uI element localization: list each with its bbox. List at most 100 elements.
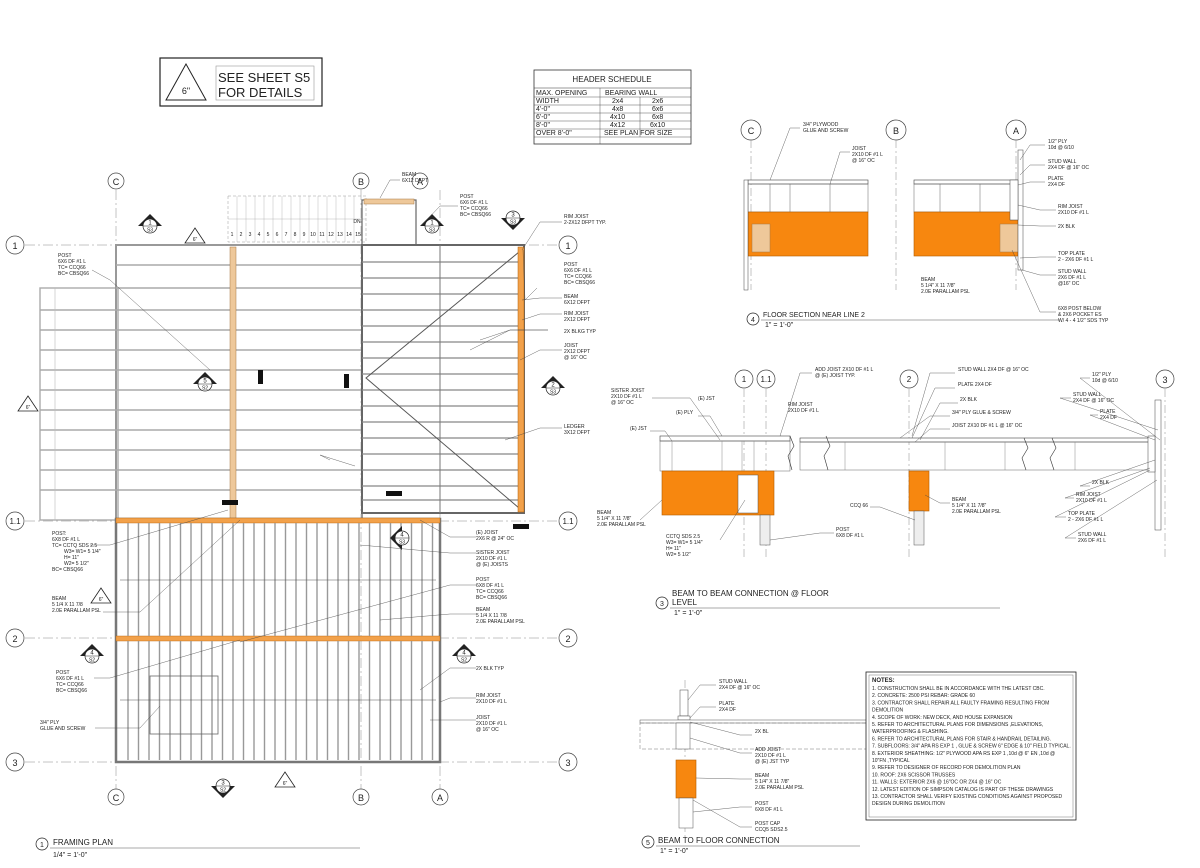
d3-label: STUD WALL 2X4 DF @ 16" OC xyxy=(958,367,1029,373)
section-sheet: S3 xyxy=(399,540,405,546)
label-post-cctq: W3= W1= 5 1/4" xyxy=(64,549,101,555)
d3-label: 5 1/4" X 11 7/8" xyxy=(597,516,632,522)
label-post-right: BC= CBSQ66 xyxy=(564,280,595,286)
plan-title-scale: 1/4" = 1'-0" xyxy=(53,852,88,859)
d4-label: @16" OC xyxy=(1058,281,1080,287)
d3-label: 2X10 DF #1 L xyxy=(611,394,642,400)
schedule-cell: OVER 8'-0" xyxy=(536,130,572,137)
schedule-cell: 6x10 xyxy=(650,122,665,129)
label-ledger: 3X12 DFPT xyxy=(564,430,590,436)
label-post-right: 6X6 DF #1 L xyxy=(564,268,592,274)
d3-label: CCQ 66 xyxy=(850,503,868,509)
section-marks: 1 S3 1 S3 3 S3 5 S2 xyxy=(17,210,565,798)
d4-label: 5 1/4" X 11 7/8" xyxy=(921,283,956,289)
d5-label: @ (E) JST TYP xyxy=(755,759,790,765)
deck-lower xyxy=(114,517,442,764)
d3-label: RIM JOIST xyxy=(1076,492,1101,498)
d3-label: STUD WALL xyxy=(1073,392,1102,398)
d4-scale: 1" = 1'-0" xyxy=(765,322,794,329)
label-rim-joist-br: RIM JOIST xyxy=(476,693,501,699)
d5-label: ADD JOIST xyxy=(755,747,781,753)
stair-num: 1 xyxy=(231,232,234,238)
plan-title-text: FRAMING PLAN xyxy=(53,838,113,847)
d4-label: BEAM xyxy=(921,277,935,283)
d3-label: BEAM xyxy=(952,497,966,503)
note-line: DEMOLITION xyxy=(872,708,904,714)
label-post-cctq: BC= CBSQ66 xyxy=(52,567,83,573)
grid-1-left: 1 xyxy=(12,241,17,251)
d3-title2: LEVEL xyxy=(672,598,697,607)
label-joist-br: @ 16" OC xyxy=(476,727,499,733)
d3-label: W2= 5 1/2" xyxy=(666,552,691,558)
stair-num: 6 xyxy=(276,232,279,238)
d3-label: 10d @ 6/10 xyxy=(1092,378,1118,384)
d4-label: JOIST xyxy=(852,146,866,152)
stair-num: 8 xyxy=(294,232,297,238)
d5-label: POST CAP xyxy=(755,821,781,827)
note-line: 10. ROOF: 2X6 SCISSOR TRUSSES xyxy=(872,772,956,778)
schedule-title: HEADER SCHEDULE xyxy=(572,75,651,84)
label-post-top: TC= CCQ66 xyxy=(460,206,488,212)
stair-num: 4 xyxy=(258,232,261,238)
d3-label: H= 11" xyxy=(666,546,681,552)
d3-label: 2 - 2X6 DF #1 L xyxy=(1068,517,1104,523)
d5-num: 5 xyxy=(646,840,650,847)
stair-num: 14 xyxy=(346,232,352,238)
stair-dn: DN xyxy=(353,219,361,225)
stair-num: 10 xyxy=(310,232,316,238)
section-sheet: S2 xyxy=(220,788,226,794)
plan-title: 1 FRAMING PLAN 1/4" = 1'-0" xyxy=(35,837,360,859)
d4-title: FLOOR SECTION NEAR LINE 2 xyxy=(763,312,865,319)
section-num: 4 xyxy=(90,651,94,657)
label-ply: 3/4" PLY xyxy=(40,720,60,726)
d3-label: 2X10 DF #1 L xyxy=(1076,498,1107,504)
label-post-left: BC= CBSQ66 xyxy=(58,271,89,277)
d4-label: W/ 4 - 4 1/2" SDS TYP xyxy=(1058,318,1109,324)
stair-num: 9 xyxy=(303,232,306,238)
grid-1-d3: 1 xyxy=(742,375,747,384)
d3-label: 2.0E PARALLAM PSL xyxy=(597,522,646,528)
grid-2-right: 2 xyxy=(565,634,570,644)
d3-label: (E) JST xyxy=(698,396,715,402)
header-schedule: HEADER SCHEDULE MAX. OPENING BEARING WAL… xyxy=(533,69,692,145)
label-beam-mid: 5 1/4 X 11 7/8 xyxy=(476,613,507,619)
label-post-bl: TC= CCQ66 xyxy=(56,682,84,688)
d4-label: 2X4 DF xyxy=(1048,182,1065,188)
label-post-cctq: POST: xyxy=(52,531,66,537)
d4-label: 1/2" PLY xyxy=(1048,139,1068,145)
detail-tag: 6" xyxy=(283,781,288,787)
d4-label: 2X4 DF @ 16" OC xyxy=(1048,165,1089,171)
d3-label: BEAM xyxy=(597,510,611,516)
label-post-right: POST xyxy=(564,262,578,268)
label-post-bl: BC= CBSQ66 xyxy=(56,688,87,694)
label-beam-right: 6X12 DFPT xyxy=(564,300,590,306)
label-post-cctq: H= 11" xyxy=(64,555,79,561)
stair-num: 2 xyxy=(240,232,243,238)
d4-label: 6X8 POST BELOW xyxy=(1058,306,1102,312)
d4-label: 2X6 DF #1 L xyxy=(1058,275,1086,281)
label-rim-joist: RIM JOIST xyxy=(564,214,589,220)
d3-label: RIM JOIST xyxy=(788,402,813,408)
note-line-2: FOR DETAILS xyxy=(218,85,303,100)
framing-plan: C B A 1 1 1.1 1.1 2 2 3 3 C B A xyxy=(5,172,606,859)
section-sheet: S3 xyxy=(550,390,556,396)
grid-a-bottom: A xyxy=(437,793,443,803)
label-joist-right: 2X12 DFPT xyxy=(564,349,590,355)
grid-c-top: C xyxy=(113,177,120,187)
d4-label: RIM JOIST xyxy=(1058,204,1083,210)
d3-label: @ (E) JOIST TYP. xyxy=(815,373,855,379)
d3-label: JOIST 2X10 DF #1 L @ 16" OC xyxy=(952,423,1023,429)
section-sheet: S3 xyxy=(429,228,435,234)
label-sister-joist: @ (E) JOISTS xyxy=(476,562,509,568)
d4-label: PLATE xyxy=(1048,176,1064,182)
stair-num: 15 xyxy=(355,232,361,238)
d3-label: ADD JOIST 2X10 DF #1 L xyxy=(815,367,873,373)
label-rim-joist-right: 2X12 DFPT xyxy=(564,317,590,323)
reference-note: 6" SEE SHEET S5 FOR DETAILS xyxy=(159,57,323,107)
stair-num: 11 xyxy=(319,232,324,238)
note-line: 6. REFER TO ARCHITECTURAL PLANS FOR STAI… xyxy=(872,736,1051,742)
label-rim-joist-right: RIM JOIST xyxy=(564,311,589,317)
note-line: 5. REFER TO ARCHITECTURAL PLANS FOR DIME… xyxy=(872,722,1043,728)
d3-scale: 1" = 1'-0" xyxy=(674,610,703,617)
section-sheet: S2 xyxy=(202,386,208,392)
